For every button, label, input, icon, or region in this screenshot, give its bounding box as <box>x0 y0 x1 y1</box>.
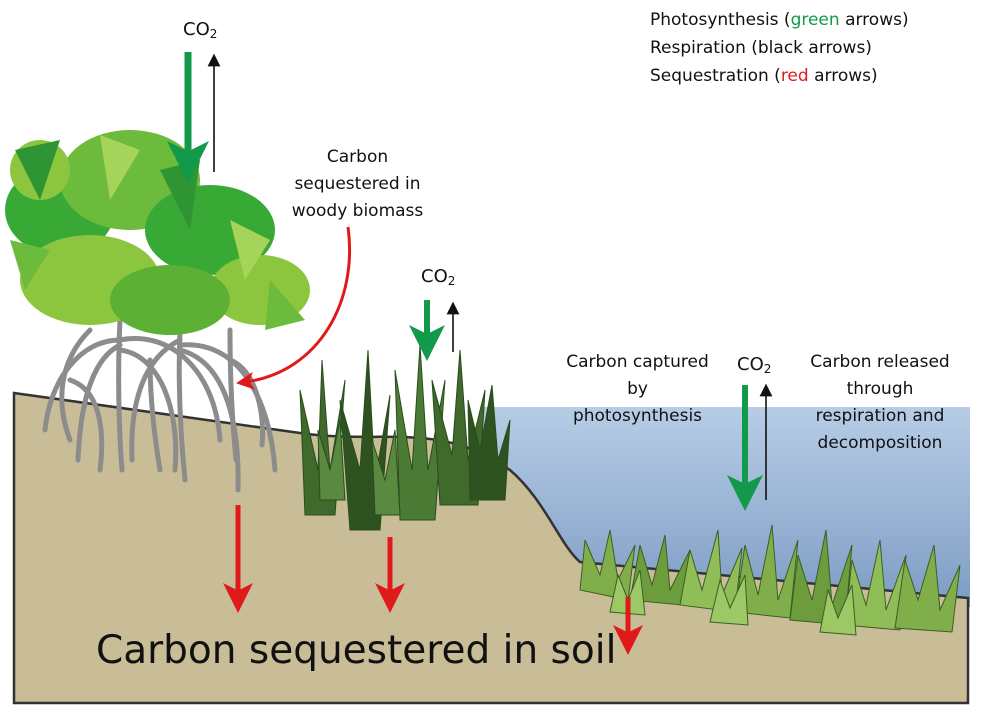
legend-photosynthesis-suffix: arrows) <box>839 10 909 30</box>
mangrove-canopy <box>5 130 310 335</box>
released-label-line-2: through <box>846 379 914 399</box>
legend-photosynthesis-prefix: Photosynthesis ( <box>650 10 791 30</box>
captured-label-line-2: by <box>627 379 648 399</box>
legend-photosynthesis: Photosynthesis (green arrows) <box>650 7 909 34</box>
co2-subscript: 2 <box>447 274 456 288</box>
woody-biomass-label: Carbon sequestered in woody biomass <box>270 144 445 225</box>
co2-subscript: 2 <box>763 362 772 376</box>
soil-ground <box>12 391 970 705</box>
co2-subscript: 2 <box>209 27 218 41</box>
co2-text: CO <box>183 19 210 40</box>
legend-sequestration: Sequestration (red arrows) <box>650 63 878 90</box>
released-label-line-3: respiration and <box>815 406 945 426</box>
soil-sequestration-caption: Carbon sequestered in soil <box>96 628 617 673</box>
co2-text: CO <box>737 354 764 375</box>
legend-red-word: red <box>780 66 809 86</box>
carbon-captured-label: Carbon captured by photosynthesis <box>550 349 725 430</box>
legend-respiration: Respiration (black arrows) <box>650 38 872 58</box>
co2-label-mangrove: CO2 <box>183 16 217 48</box>
released-label-line-1: Carbon released <box>810 352 950 372</box>
captured-label-line-1: Carbon captured <box>566 352 709 372</box>
marsh-grass <box>299 344 511 531</box>
co2-label-marsh: CO2 <box>421 263 455 295</box>
captured-label-line-3: photosynthesis <box>572 406 703 426</box>
woody-label-line-1: Carbon <box>326 147 389 167</box>
co2-label-seagrass: CO2 <box>737 351 771 383</box>
legend-green-word: green <box>790 10 840 30</box>
sequestration-arrow-woody <box>236 226 352 390</box>
seagrass-bed <box>579 524 961 636</box>
legend-sequestration-suffix: arrows) <box>808 66 878 86</box>
woody-label-line-2: sequestered in <box>294 174 421 194</box>
legend-sequestration-prefix: Sequestration ( <box>650 66 781 86</box>
woody-label-line-3: woody biomass <box>291 201 424 221</box>
carbon-released-label: Carbon released through respiration and … <box>795 349 965 457</box>
co2-text: CO <box>421 266 448 287</box>
released-label-line-4: decomposition <box>817 433 943 453</box>
